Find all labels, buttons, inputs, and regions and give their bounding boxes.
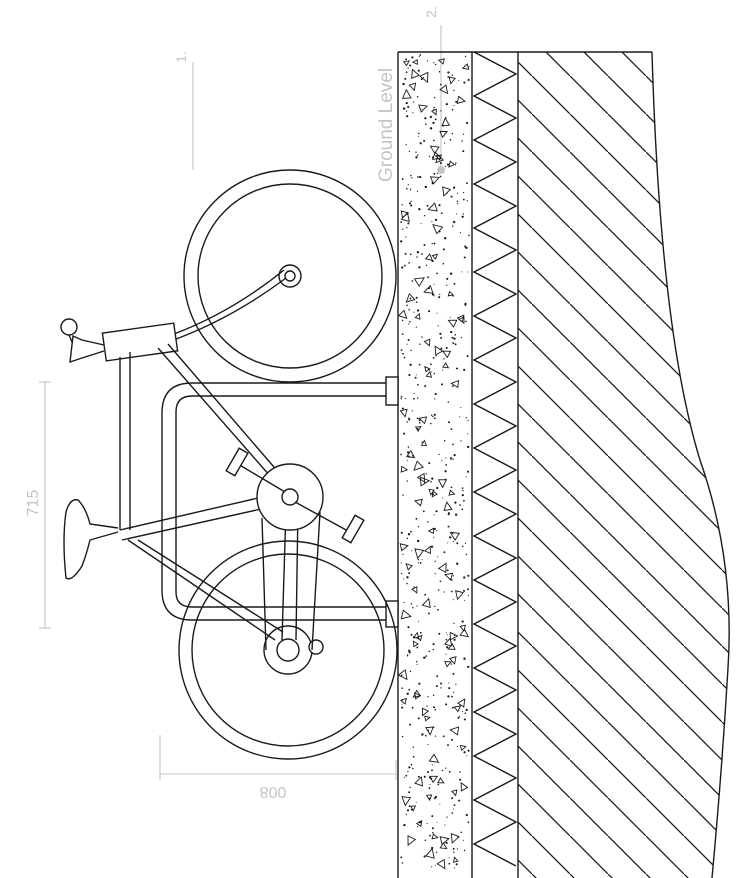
pedal-top [225,447,249,477]
saddle [63,499,119,580]
handlebar-stem [69,334,105,364]
earth-hatch [518,52,730,878]
ground-section [397,51,730,878]
down-tube [157,343,293,493]
chain [261,511,321,651]
front-wheel [183,169,397,383]
crank-arm [237,463,349,532]
marker-1-label: 1. [173,51,189,63]
ground-level-label: Ground Level [376,68,397,182]
crank-hub [281,488,299,506]
head-tube [101,322,179,362]
front-fork [167,269,287,343]
compacted-base-pattern [472,51,518,867]
pedal-bottom [341,514,365,544]
rear-wheel [178,540,398,760]
dimension-width-label: 008 [260,783,287,800]
marker-2-label: 2. [423,6,439,18]
concrete-speckles [397,54,470,870]
ground-marker-dot [437,166,445,174]
seat-stay [127,539,284,641]
dimension-height-label: 715 [25,490,42,517]
bicycle [60,169,398,760]
top-tube [119,352,131,530]
dimension-lines [39,25,442,780]
handlebar-grip [60,318,78,336]
